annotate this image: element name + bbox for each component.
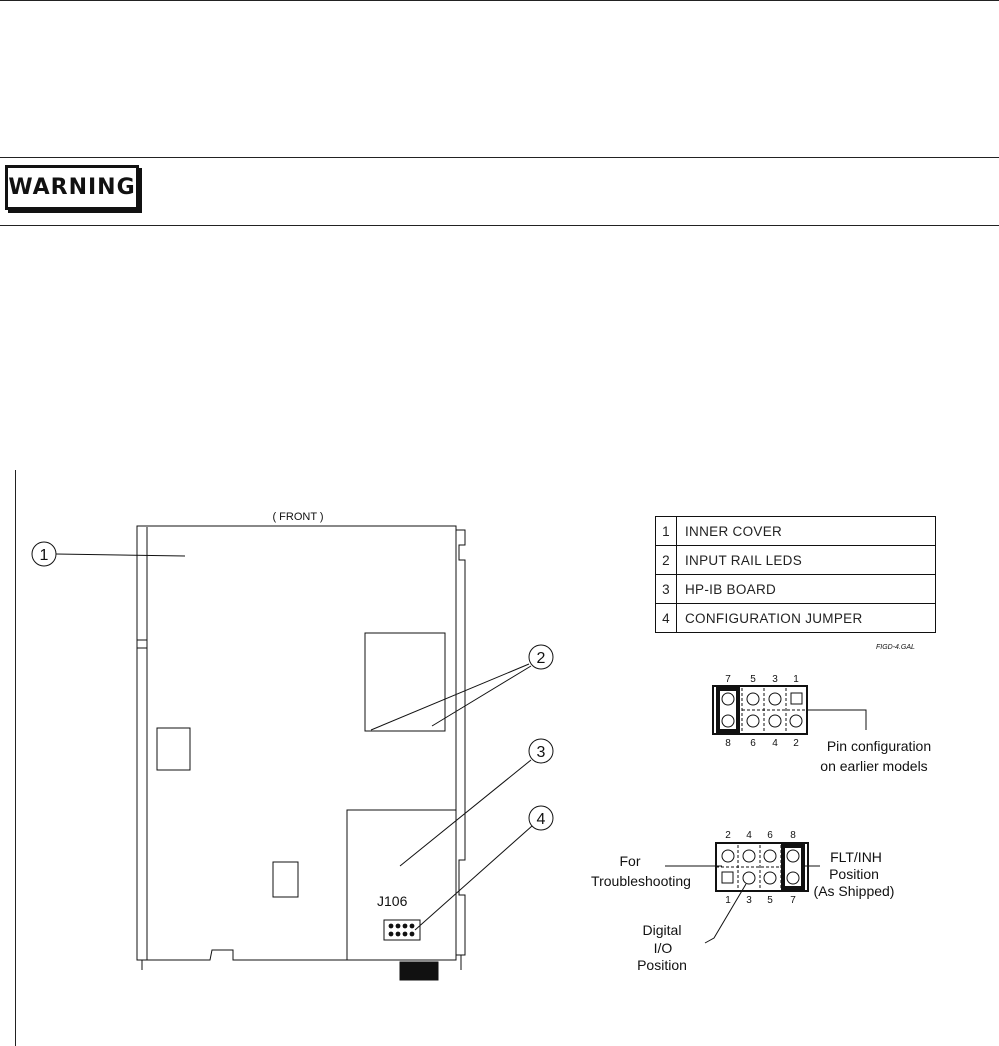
earlier-top-pin: 3 <box>772 674 778 685</box>
callout-circle-2 <box>528 644 554 670</box>
digital-line2: I/O <box>654 940 673 956</box>
front-label: ( FRONT ) <box>272 511 323 523</box>
bottom-connector <box>399 961 439 981</box>
current-top-pin: 6 <box>767 830 773 841</box>
earlier-top-pin: 5 <box>750 674 756 685</box>
hpib-board <box>346 809 457 961</box>
callout-4-number: 4 <box>537 811 546 828</box>
j106-jumper <box>383 919 421 941</box>
flt-line3: (As Shipped) <box>814 883 895 899</box>
earlier-shunt <box>716 687 740 733</box>
earlier-bottom-pin: 6 <box>750 738 756 749</box>
digital-line1: Digital <box>643 922 682 938</box>
top-rule <box>0 0 999 1</box>
figure-left-border <box>15 470 16 1046</box>
callout-3-number: 3 <box>537 744 546 761</box>
callout-2-number: 2 <box>537 650 546 667</box>
earlier-top-pin: 1 <box>793 674 799 685</box>
current-top-pin: 8 <box>790 830 796 841</box>
troubleshooting-line1: For <box>620 853 641 869</box>
warning-badge: WARNING <box>5 165 139 210</box>
callout-1-number: 1 <box>40 547 49 564</box>
earlier-bottom-pin: 4 <box>772 738 778 749</box>
legend-table: 1 INNER COVER 2 INPUT RAIL LEDS 3 HP-IB … <box>655 516 936 633</box>
current-bottom-pin: 5 <box>767 895 773 906</box>
legend-row: 4 CONFIGURATION JUMPER <box>655 603 936 633</box>
legend-text: HP-IB BOARD <box>676 574 936 604</box>
input-rail-led-block <box>364 632 446 732</box>
legend-text: CONFIGURATION JUMPER <box>676 603 936 633</box>
earlier-caption-leader <box>807 709 867 730</box>
earlier-top-pin: 7 <box>725 674 731 685</box>
warning-top-rule <box>0 157 999 158</box>
component-square-left <box>156 727 191 771</box>
earlier-bottom-pin: 2 <box>793 738 799 749</box>
legend-row: 1 INNER COVER <box>655 516 936 546</box>
digital-leader <box>704 883 747 944</box>
legend-number: 1 <box>655 516 677 546</box>
legend-text: INNER COVER <box>676 516 936 546</box>
component-square-bottom <box>272 861 299 898</box>
earlier-bottom-pin: 8 <box>725 738 731 749</box>
current-bottom-pin: 3 <box>746 895 752 906</box>
current-top-pin: 2 <box>725 830 731 841</box>
digital-line3: Position <box>637 957 687 973</box>
earlier-caption-line2: on earlier models <box>820 758 927 774</box>
board-right-strip <box>456 529 466 956</box>
troubleshooting-line2: Troubleshooting <box>591 873 691 889</box>
earlier-caption-line1: Pin configuration <box>827 738 931 754</box>
legend-number: 4 <box>655 603 677 633</box>
current-bottom-pin: 1 <box>725 895 731 906</box>
flt-line1: FLT/INH <box>830 849 882 865</box>
connector-label: J106 <box>377 893 408 909</box>
callout-circle-4 <box>528 805 554 831</box>
file-code: FIGD-4.GAL <box>876 644 915 651</box>
current-bottom-pin: 7 <box>790 895 796 906</box>
warning-bottom-rule <box>0 225 999 226</box>
warning-label: WARNING <box>8 175 136 200</box>
current-shunt <box>781 844 805 890</box>
legend-row: 3 HP-IB BOARD <box>655 574 936 604</box>
legend-row: 2 INPUT RAIL LEDS <box>655 545 936 575</box>
legend-number: 3 <box>655 574 677 604</box>
flt-line2: Position <box>829 866 879 882</box>
callout-circle-3 <box>528 738 554 764</box>
current-top-pin: 4 <box>746 830 752 841</box>
legend-number: 2 <box>655 545 677 575</box>
legend-text: INPUT RAIL LEDS <box>676 545 936 575</box>
board-outline <box>136 525 457 961</box>
